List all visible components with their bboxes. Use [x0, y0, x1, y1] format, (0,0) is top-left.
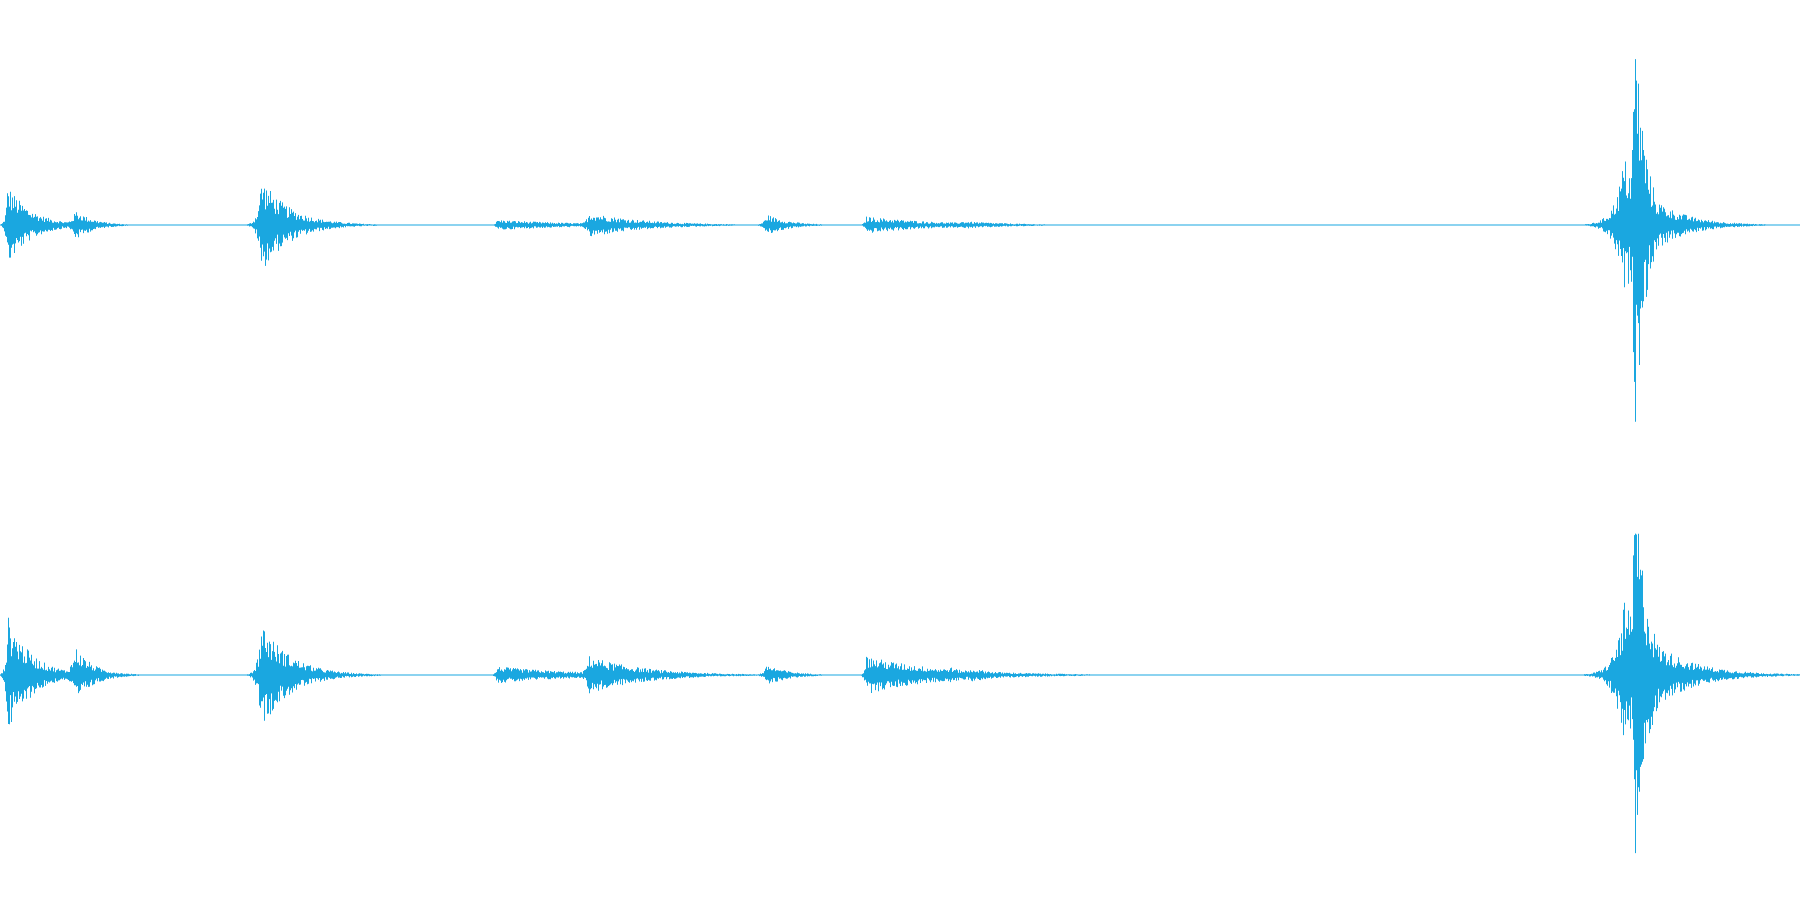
waveform-trace [0, 533, 1800, 854]
waveform-trace [1, 59, 1766, 422]
waveform-channel-1 [0, 59, 1800, 422]
waveform-channel-2 [0, 533, 1800, 854]
